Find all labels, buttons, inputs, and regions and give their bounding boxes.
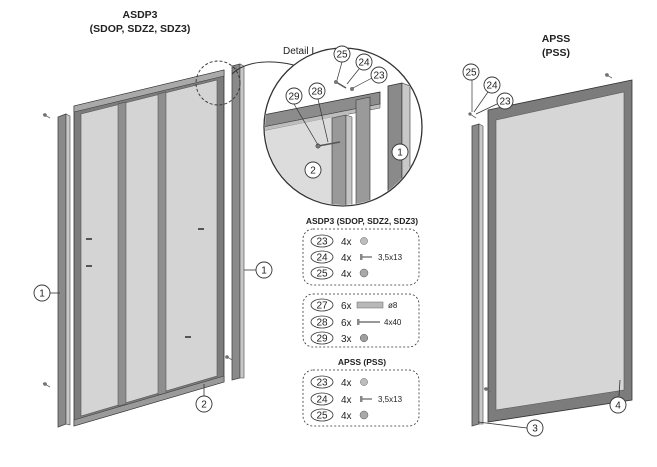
callout-28-leader [317,98,329,143]
part-number: 23 [316,378,328,389]
callout-1-detail-circle [391,143,409,161]
callout-23-side: 23 [499,97,511,108]
callout-23-detail: 23 [373,71,385,82]
part-qty: 6x [341,318,352,329]
part-number: 25 [316,269,328,280]
callout-29: 29 [288,92,300,103]
callout-28: 28 [311,87,323,98]
callout-2: 2 [201,400,207,411]
parts-box-1-row-1: 23 4x [310,234,368,248]
callout-25-side-circle [462,63,480,81]
part-size: ø8 [388,301,398,310]
cap-icon [359,268,369,278]
washer-icon [360,237,368,245]
callout-4: 4 [615,401,621,412]
part-number: 27 [316,301,328,312]
part-number: 24 [316,253,328,264]
callout-29-circle [285,87,303,105]
callout-3-leader [477,421,528,429]
callout-24-detail-leader [346,68,360,85]
part-qty: 4x [341,253,352,264]
parts-box-2-row-2: 28 6x 4x40 [310,315,402,329]
washer-icon [360,378,368,386]
callout-25-detail-leader [336,61,343,81]
callout-1-detail: 1 [397,148,403,159]
cap-icon [359,410,369,420]
detail-label: Detail I [283,46,314,57]
callout-4-leader [618,379,621,397]
callout-3-circle [526,419,544,437]
callout-25-detail-circle [333,45,351,63]
parts-box-1-row-2: 24 4x 3,5x13 [310,250,403,264]
part-number: 24 [316,395,328,406]
part-qty: 4x [341,269,352,280]
callout-4-circle [609,396,627,414]
callout-2-detail: 2 [310,166,316,177]
plug-icon [359,333,369,343]
part-qty: 4x [341,237,352,248]
parts-box-1-header: ASDP3 (SDOP, SDZ2, SDZ3) [306,216,418,226]
wall-profile-right [231,63,245,381]
callout-1-left: 1 [39,289,45,300]
callout-2-detail-circle [304,161,322,179]
part-size: 3,5x13 [378,395,403,404]
right-model-title: APSS [542,33,571,45]
part-number: 25 [316,411,328,422]
parts-box-2-row-3: 29 3x [310,331,369,345]
wall-profile-left [57,113,71,428]
callout-3: 3 [532,424,538,435]
callout-1-left-circle [33,284,51,302]
part-qty: 4x [341,395,352,406]
callout-24-side-leader [473,91,489,113]
callout-1-right: 1 [261,266,267,277]
sliding-door-frame [73,69,225,427]
part-size: 3,5x13 [378,253,403,262]
callout-29-leader [293,103,319,146]
parts-box-3-row-2: 24 4x 3,5x13 [310,392,403,406]
part-qty: 6x [341,301,352,312]
parts-box-3-header: APSS (PSS) [338,357,386,367]
parts-box-2-row-1: 27 6x ø8 [310,298,398,312]
side-wall-profile [471,123,484,427]
callout-25-detail: 25 [336,50,348,61]
callout-24-side: 24 [486,81,498,92]
parts-box-3-row-1: 23 4x [310,375,368,389]
part-number: 23 [316,237,328,248]
long-screw-icon [357,319,380,325]
part-qty: 4x [341,378,352,389]
detail-marker-circle [195,60,241,106]
parts-box-3-border [302,369,420,427]
side-panel-frame [487,79,633,423]
callout-25-side: 25 [465,68,477,79]
screw-markers-left [42,113,51,388]
callout-1-right-circle [255,261,273,279]
part-qty: 3x [341,334,352,345]
left-model-title: ASDP3 [122,9,157,21]
callout-23-side-leader [475,103,498,115]
parts-box-1-border [302,228,420,286]
screw-icon [360,254,372,260]
parts-box-3-row-3: 25 4x [310,408,369,422]
part-number: 28 [316,318,328,329]
screw-markers-side [468,73,613,393]
callout-24-detail: 24 [358,58,370,69]
part-number: 29 [316,334,328,345]
parts-box-2-border [302,293,420,348]
dowel-icon [356,301,384,309]
callout-24-detail-circle [355,53,373,71]
callout-28-circle [308,82,326,100]
right-model-variants: (PSS) [542,47,570,59]
callout-2-circle [195,395,213,413]
left-model-variants: (SDOP, SDZ2, SDZ3) [90,23,191,35]
parts-box-1-row-3: 25 4x [310,266,369,280]
callout-24-side-circle [483,76,501,94]
part-size: 4x40 [384,318,402,327]
part-qty: 4x [341,411,352,422]
callout-23-detail-leader [352,77,373,89]
callout-23-detail-circle [370,66,388,84]
detail-magnified [263,47,423,207]
callout-23-side-circle [496,92,514,110]
screw-icon [360,396,372,402]
